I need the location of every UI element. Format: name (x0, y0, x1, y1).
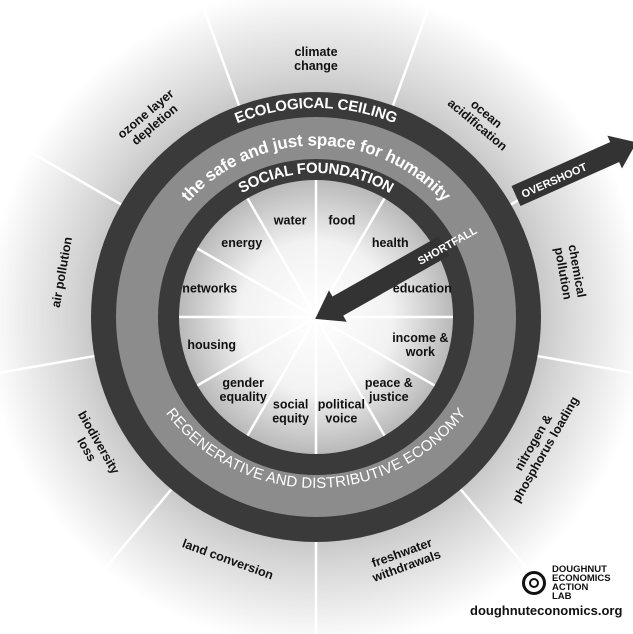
dimension-divider (314, 316, 386, 437)
boundary-divider (20, 145, 122, 206)
boundary-divider (0, 354, 95, 374)
boundary-divider (537, 354, 633, 375)
label-line: peace & (365, 376, 413, 390)
boundary-divider (459, 488, 536, 579)
doughnut-logo-icon (522, 571, 546, 595)
label-line: energy (221, 236, 262, 250)
boundary-divider (96, 488, 173, 579)
label-line: income & (392, 331, 448, 345)
label-line: political (318, 398, 365, 412)
dimension-divider (246, 316, 318, 437)
label-line: gender (222, 376, 264, 390)
social-dimension-label: water (273, 213, 307, 227)
label-line: education (393, 282, 452, 296)
social-dimension-label: income &work (392, 331, 448, 359)
label-line: climate (294, 45, 337, 59)
social-dimension-label: food (328, 213, 355, 227)
social-dimension-label: peace &justice (365, 376, 413, 404)
social-dimension-label: networks (182, 282, 237, 296)
label-line: health (372, 236, 409, 250)
label-line: work (405, 345, 435, 359)
label-line: housing (187, 338, 236, 352)
social-dimension-label: education (393, 282, 452, 296)
label-line: equity (272, 412, 309, 426)
social-dimension-label: energy (221, 236, 262, 250)
label-line: equality (220, 390, 267, 404)
label-line: voice (325, 412, 357, 426)
dimension-divider (246, 197, 318, 318)
dimension-divider (196, 247, 317, 319)
social-dimension-label: health (372, 236, 409, 250)
label-line: social (273, 398, 308, 412)
dimension-divider (196, 315, 317, 387)
label-line: water (273, 213, 307, 227)
boundary-divider (199, 0, 241, 106)
social-dimension-label: housing (187, 338, 236, 352)
dimension-divider (315, 315, 436, 387)
boundary-divider (391, 0, 433, 106)
label-line: food (328, 213, 355, 227)
website-link[interactable]: doughnuteconomics.org (470, 603, 623, 618)
label-line: networks (182, 282, 237, 296)
label-line: justice (368, 390, 409, 404)
logo-text: DOUGHNUT ECONOMICS ACTION LAB (552, 564, 611, 602)
doughnut-economics-logo: DOUGHNUT ECONOMICS ACTION LAB (522, 565, 611, 601)
label-line: change (294, 59, 338, 73)
